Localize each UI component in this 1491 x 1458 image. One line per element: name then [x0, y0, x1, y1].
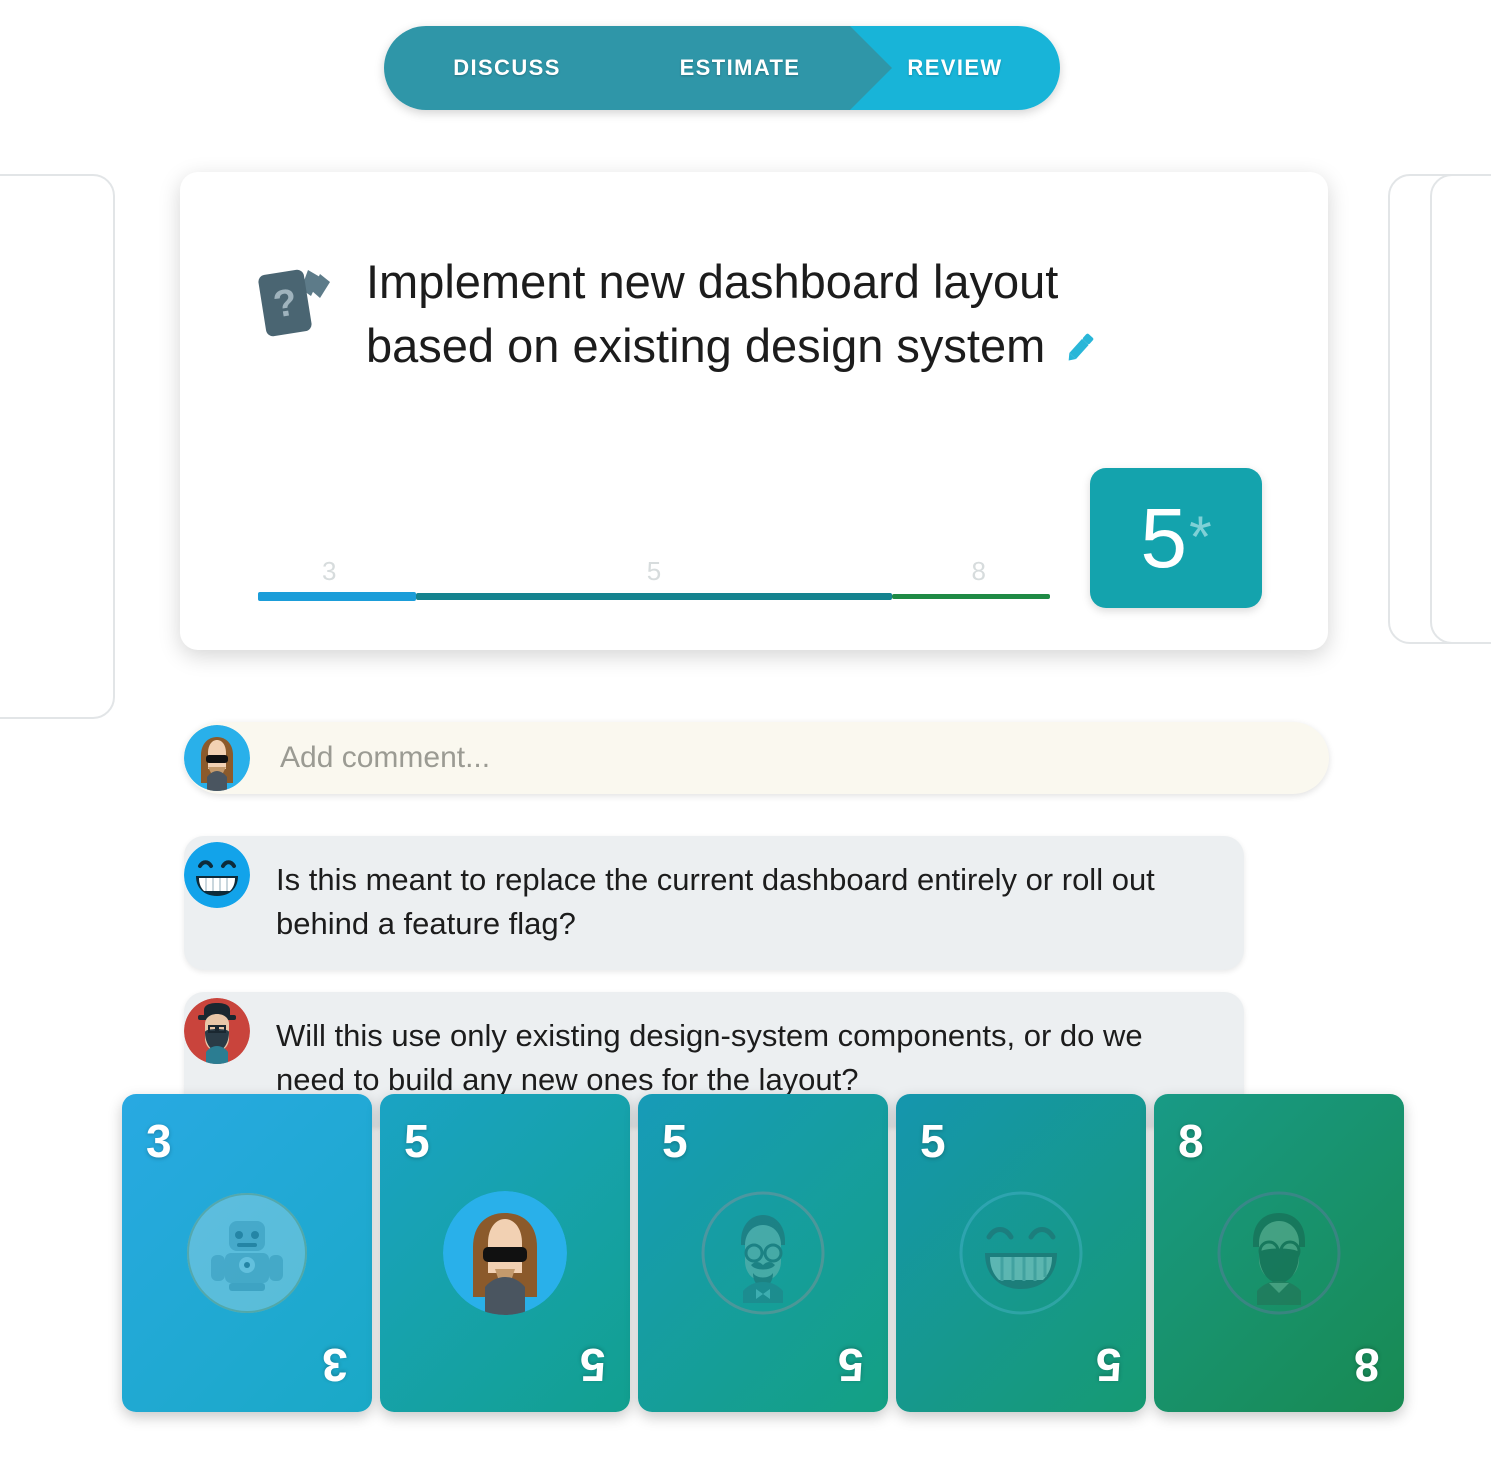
final-estimate-badge[interactable]: 5 *: [1090, 468, 1262, 608]
slider-tick-8: 8: [971, 556, 986, 586]
vote-card-value-top: 3: [146, 1115, 172, 1167]
vote-card-value-bottom: 5: [580, 1339, 606, 1391]
vote-card[interactable]: 5 5: [638, 1094, 888, 1412]
page-title: Implement new dashboard layout based on …: [366, 250, 1196, 382]
avatar-long-hair-sunglasses: [184, 725, 250, 791]
avatar-grin-face: [184, 842, 250, 908]
carousel-ghost-card-right-far: [1430, 174, 1491, 644]
slider-tick-3: 3: [322, 556, 337, 586]
slider-track[interactable]: [258, 590, 1050, 602]
slider-tick-labels: 3 5 8: [258, 556, 1050, 590]
avatar-long-hair-sunglasses: [443, 1191, 567, 1315]
tab-estimate[interactable]: ESTIMATE: [630, 26, 892, 110]
vote-card-value-top: 5: [404, 1115, 430, 1167]
question-card-deck-icon: ?: [258, 264, 336, 345]
comment-composer: [184, 722, 1329, 794]
vote-card-value-top: 5: [920, 1115, 946, 1167]
avatar-grin-face: [959, 1191, 1083, 1315]
estimate-slider[interactable]: 3 5 8: [258, 556, 1050, 608]
slider-segment-5: [416, 592, 892, 600]
tab-discuss-label: DISCUSS: [453, 55, 561, 80]
vote-card[interactable]: 3 3: [122, 1094, 372, 1412]
vote-card-value-bottom: 5: [1096, 1339, 1122, 1391]
avatar-hipster-bowtie: [701, 1191, 825, 1315]
carousel-ghost-card-left-near: [0, 174, 115, 719]
vote-card[interactable]: 5 5: [896, 1094, 1146, 1412]
vote-card[interactable]: 8 8: [1154, 1094, 1404, 1412]
comment-input[interactable]: [184, 722, 1329, 794]
tab-review-label: REVIEW: [907, 55, 1003, 80]
final-estimate-value: 5: [1140, 491, 1188, 585]
story-card: ? Implement new dashboard layout based o…: [180, 172, 1328, 650]
final-estimate-modifier: *: [1189, 505, 1212, 570]
estimate-summary-row: 3 5 8 5 *: [258, 468, 1262, 608]
vote-card-value-bottom: 3: [322, 1339, 348, 1391]
avatar-robot: [185, 1191, 309, 1315]
vote-card-value-bottom: 8: [1354, 1339, 1380, 1391]
comment-item: Is this meant to replace the current das…: [184, 836, 1244, 971]
avatar-beard-round-glasses: [1217, 1191, 1341, 1315]
pencil-icon[interactable]: [1061, 318, 1101, 382]
vote-card-value-top: 8: [1178, 1115, 1204, 1167]
slider-segment-8: [891, 593, 1050, 599]
vote-card-value-top: 5: [662, 1115, 688, 1167]
stage-tab-bar: DISCUSS ESTIMATE REVIEW: [384, 26, 1060, 110]
story-header: ? Implement new dashboard layout based o…: [258, 250, 1262, 382]
avatar-hat-glasses-beard: [184, 998, 250, 1064]
slider-tick-5: 5: [646, 556, 662, 586]
slider-segment-3: [258, 591, 417, 601]
tab-estimate-label: ESTIMATE: [679, 55, 801, 80]
vote-card[interactable]: 5 5: [380, 1094, 630, 1412]
vote-card-value-bottom: 5: [838, 1339, 864, 1391]
vote-card-row: 3 3 5 5: [122, 1094, 1404, 1412]
tab-discuss[interactable]: DISCUSS: [384, 26, 630, 110]
story-title-text: Implement new dashboard layout based on …: [366, 255, 1059, 372]
comment-text: Is this meant to replace the current das…: [184, 836, 1244, 971]
